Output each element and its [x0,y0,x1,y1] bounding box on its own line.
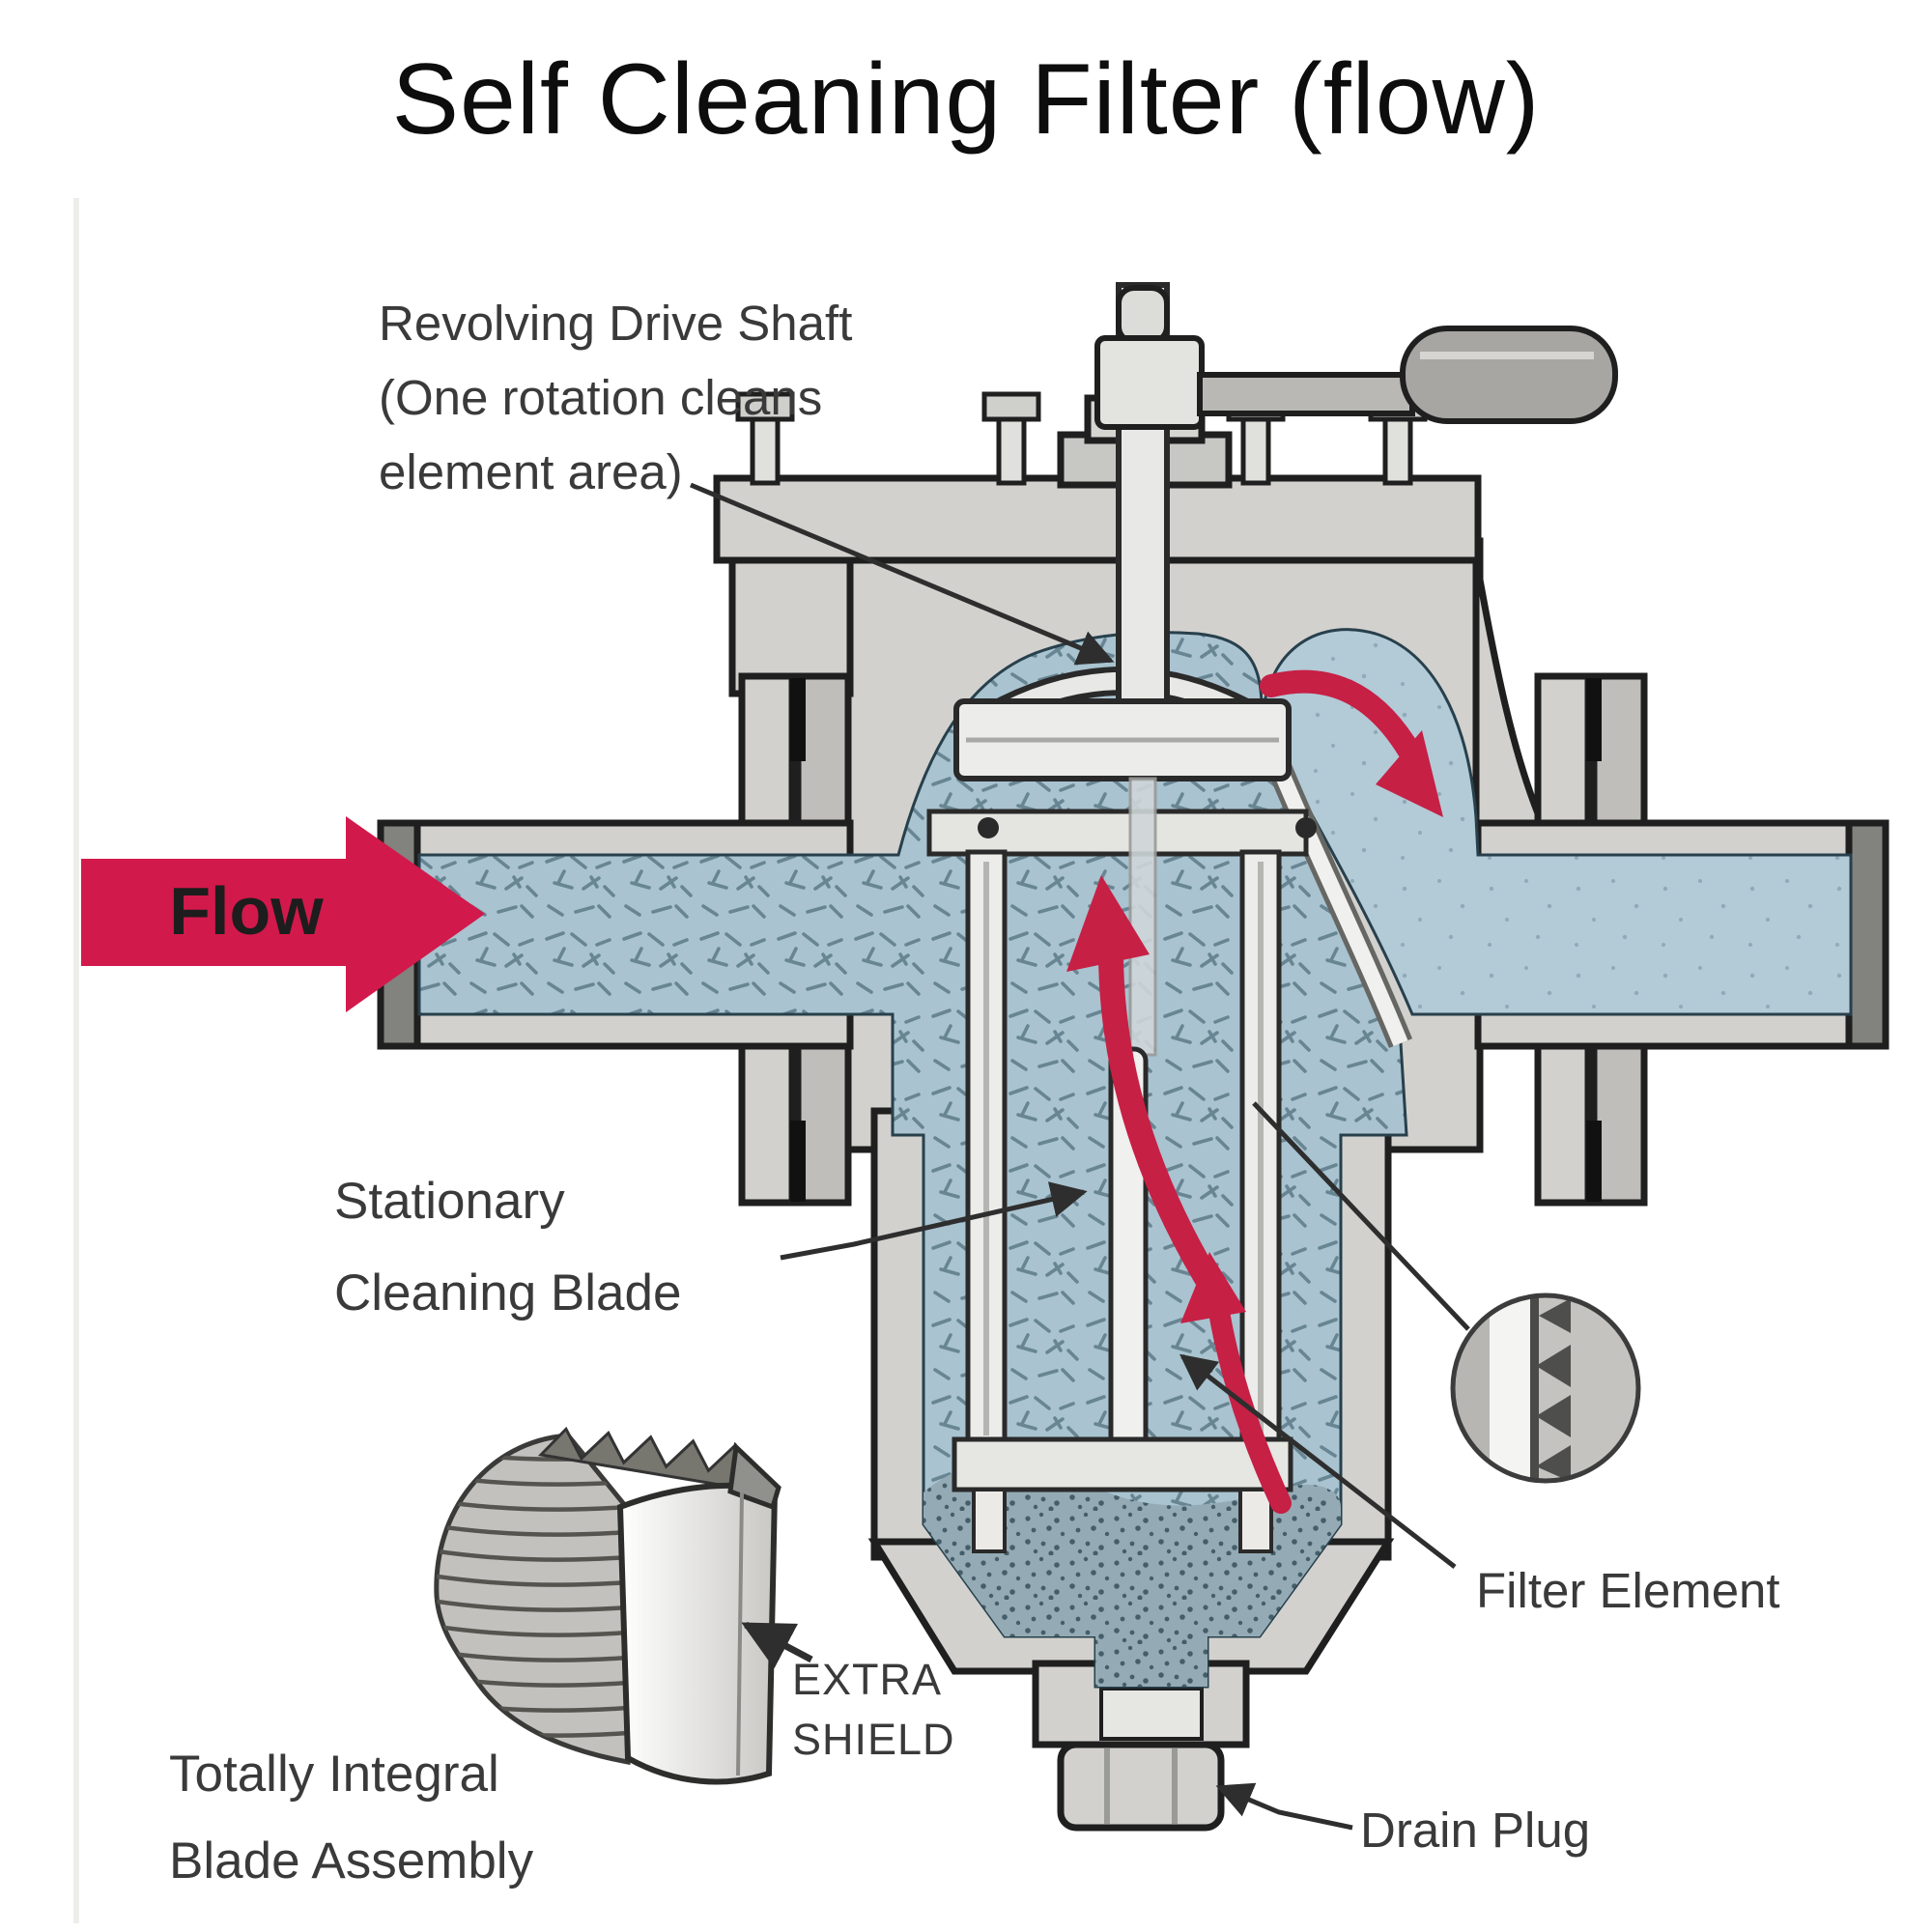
up-flow-arrow [1097,932,1228,1305]
clamp-bolt-right [1295,817,1317,838]
scan-edge-line [73,198,79,1923]
wedge-wire-triangles [1536,1298,1571,1481]
flow-label: Flow [169,873,324,949]
label-line: Revolving Drive Shaft [379,296,853,351]
label-line: Stationary [334,1173,565,1230]
handle-bar [1197,372,1415,416]
detail-inset-circle [1450,1293,1641,1484]
bonnet-cover [713,474,1482,564]
handle-assembly [1094,285,1618,430]
leader-revolving-shaft [690,482,1115,666]
label-line: Cleaning Blade [334,1264,682,1321]
leader-cleaning-blade [780,1181,1088,1261]
label-stationary-cleaning-blade: Stationary Cleaning Blade [334,1155,681,1339]
handle-grip [1400,326,1618,424]
flow-arrow [81,816,485,1012]
label-line: (One rotation cleans [379,370,823,425]
extra-shield-plate [616,1482,779,1785]
shaft-knob [1116,285,1170,345]
drain-plug-part [1057,1741,1225,1832]
leader-lines [690,482,1457,1831]
label-extra-shield: EXTRA SHIELD [792,1650,955,1770]
dirt-accumulation [923,1463,1341,1687]
label-blade-assembly: Totally Integral Blade Assembly [169,1731,533,1905]
label-line: element area) [379,444,683,499]
pipe-flanges [738,672,1648,1207]
label-line: Totally Integral [169,1746,499,1803]
inset-leader-line [1252,1101,1470,1331]
internal-flow-arrows [1066,669,1443,1514]
clamp-bolt-left [978,817,999,838]
label-line: SHIELD [792,1715,955,1764]
leader-extra-shield [741,1621,813,1669]
dirty-fluid-region [417,631,1408,1689]
blade-assembly-inset [434,1426,781,1785]
page-title: Self Cleaning Filter (flow) [391,43,1541,156]
leader-filter-element [1179,1353,1457,1569]
element-bottom-plate [952,1436,1293,1492]
handle-hub [1094,335,1205,430]
label-line: Blade Assembly [169,1833,534,1889]
label-filter-element: Filter Element [1476,1563,1780,1618]
outlet-flow-arrow [1260,669,1420,761]
label-drain-plug: Drain Plug [1360,1803,1591,1858]
clean-fluid-region [1260,628,1853,1016]
outlet-pipe-end [1845,819,1889,1050]
label-line: EXTRA [792,1655,943,1704]
label-revolving-drive-shaft: Revolving Drive Shaft (One rotation clea… [379,286,852,509]
leader-drain-plug [1215,1782,1353,1831]
